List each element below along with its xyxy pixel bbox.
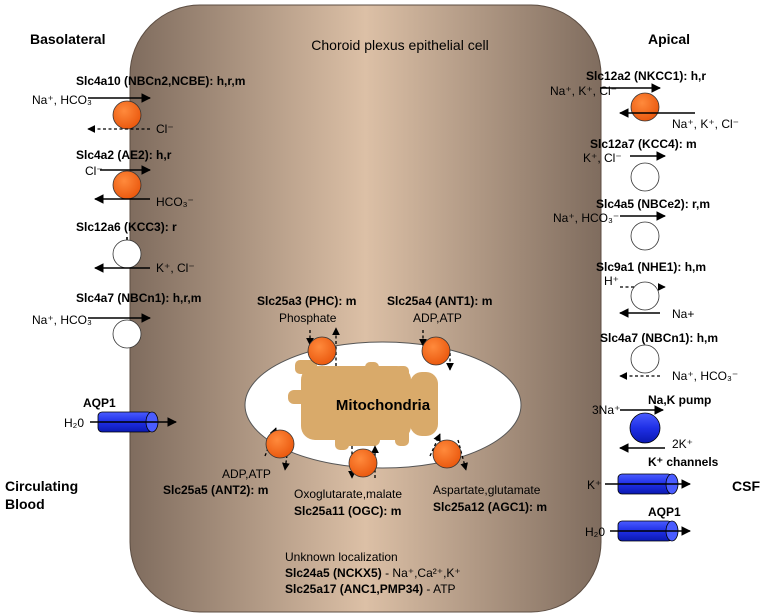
- svg-text:Slc24a5 (NCKX5) - Na⁺,Ca²⁺,K⁺: Slc24a5 (NCKX5) - Na⁺,Ca²⁺,K⁺: [285, 566, 461, 580]
- svg-text:Slc4a2 (AE2): h,r: Slc4a2 (AE2): h,r: [76, 148, 172, 162]
- svg-text:HCO₃⁻: HCO₃⁻: [156, 195, 194, 209]
- aqp1-apical: AQP1 H₂0: [585, 505, 691, 542]
- svg-text:Na⁺, HCO₃⁻: Na⁺, HCO₃⁻: [672, 369, 738, 383]
- svg-text:Slc25a3 (PHC): m: Slc25a3 (PHC): m: [257, 294, 356, 308]
- svg-text:Cl⁻: Cl⁻: [85, 164, 103, 178]
- svg-text:Slc12a7 (KCC4): m: Slc12a7 (KCC4): m: [590, 137, 697, 151]
- svg-text:Na+: Na+: [672, 307, 694, 321]
- transporter-slc4a10: Slc4a10 (NBCn2,NCBE): h,r,m Na⁺, HCO₃⁻ C…: [32, 74, 245, 136]
- csf-label: CSF: [732, 478, 760, 494]
- svg-text:Phosphate: Phosphate: [279, 311, 337, 325]
- svg-text:Slc12a2 (NKCC1): h,r: Slc12a2 (NKCC1): h,r: [586, 69, 706, 83]
- svg-text:Na,K pump: Na,K pump: [648, 393, 711, 407]
- circulating-label: Circulating: [5, 478, 78, 494]
- transporter-slc12a7: Slc12a7 (KCC4): m K⁺, Cl⁻: [583, 137, 697, 192]
- svg-text:K⁺, Cl⁻: K⁺, Cl⁻: [156, 261, 195, 275]
- cell-title: Choroid plexus epithelial cell: [311, 37, 488, 53]
- svg-text:Slc4a7 (NBCn1): h,m: Slc4a7 (NBCn1): h,m: [600, 331, 718, 345]
- svg-text:Slc4a10 (NBCn2,NCBE): h,r,m: Slc4a10 (NBCn2,NCBE): h,r,m: [76, 74, 245, 88]
- svg-text:Na⁺, HCO₃⁻: Na⁺, HCO₃⁻: [553, 211, 619, 225]
- aqp1-basolateral: AQP1 H₂0: [64, 396, 177, 433]
- carrier-slc25a5: ADP,ATP Slc25a5 (ANT2): m: [163, 427, 295, 497]
- blood-label: Blood: [5, 496, 45, 512]
- svg-text:Slc25a12 (AGC1): m: Slc25a12 (AGC1): m: [433, 500, 547, 514]
- svg-text:Aspartate,glutamate: Aspartate,glutamate: [433, 483, 541, 497]
- svg-text:Na⁺, HCO₃⁻: Na⁺, HCO₃⁻: [32, 93, 98, 107]
- svg-text:Na⁺, K⁺, Cl⁻: Na⁺, K⁺, Cl⁻: [672, 117, 739, 131]
- svg-text:AQP1: AQP1: [83, 396, 116, 410]
- mitochondrion: Mitochondria: [244, 341, 522, 469]
- svg-text:H₂0: H₂0: [585, 525, 605, 539]
- k-channels: K⁺ channels K⁺: [587, 455, 719, 495]
- svg-text:H₂0: H₂0: [64, 416, 84, 430]
- transporter-slc12a6: Slc12a6 (KCC3): r K⁺, Cl⁻: [76, 220, 195, 275]
- transporter-slc4a2: Slc4a2 (AE2): h,r Cl⁻ HCO₃⁻: [76, 148, 194, 209]
- svg-text:K⁺, Cl⁻: K⁺, Cl⁻: [583, 151, 622, 165]
- basolateral-label: Basolateral: [30, 31, 105, 47]
- transporter-slc9a1: Slc9a1 (NHE1): h,m H⁺ Na+: [596, 260, 706, 321]
- svg-text:Slc25a5 (ANT2): m: Slc25a5 (ANT2): m: [163, 483, 268, 497]
- svg-text:K⁺ channels: K⁺ channels: [648, 455, 719, 469]
- mitochondria-cristae: [288, 360, 438, 450]
- transporter-slc4a7-basolateral: Slc4a7 (NBCn1): h,r,m Na⁺, HCO₃⁻: [32, 291, 201, 349]
- apical-label: Apical: [648, 31, 690, 47]
- svg-text:2K⁺: 2K⁺: [672, 437, 693, 451]
- svg-text:Slc4a7 (NBCn1): h,r,m: Slc4a7 (NBCn1): h,r,m: [76, 291, 201, 305]
- svg-text:K⁺: K⁺: [587, 478, 601, 492]
- carrier-slc25a12: Aspartate,glutamate Slc25a12 (AGC1): m: [429, 433, 547, 514]
- mitochondria-label: Mitochondria: [336, 397, 431, 414]
- svg-text:Cl⁻: Cl⁻: [156, 122, 174, 136]
- svg-text:Slc12a6 (KCC3): r: Slc12a6 (KCC3): r: [76, 220, 177, 234]
- svg-text:Na⁺, K⁺, Cl⁻: Na⁺, K⁺, Cl⁻: [550, 84, 617, 98]
- svg-text:Slc4a5 (NBCe2): r,m: Slc4a5 (NBCe2): r,m: [596, 197, 710, 211]
- svg-text:Slc9a1 (NHE1): h,m: Slc9a1 (NHE1): h,m: [596, 260, 706, 274]
- svg-text:ADP,ATP: ADP,ATP: [413, 311, 462, 325]
- carrier-slc25a4: Slc25a4 (ANT1): m ADP,ATP: [387, 294, 492, 371]
- svg-text:ADP,ATP: ADP,ATP: [222, 467, 271, 481]
- na-k-pump: Na,K pump 3Na⁺ 2K⁺: [592, 393, 711, 453]
- epithelial-cell: [129, 4, 602, 613]
- transporter-slc4a7-apical: Slc4a7 (NBCn1): h,m Na⁺, HCO₃⁻: [600, 331, 738, 383]
- transporter-slc4a5: Slc4a5 (NBCe2): r,m Na⁺, HCO₃⁻: [553, 197, 710, 251]
- carrier-slc25a11: Oxoglutarate,malate Slc25a11 (OGC): m: [294, 445, 402, 518]
- carrier-slc25a3: Slc25a3 (PHC): m Phosphate: [257, 294, 356, 366]
- svg-text:Oxoglutarate,malate: Oxoglutarate,malate: [294, 487, 402, 501]
- svg-text:AQP1: AQP1: [648, 505, 681, 519]
- unknown-localization: Unknown localization Slc24a5 (NCKX5) - N…: [285, 550, 461, 596]
- svg-text:Slc25a17 (ANC1,PMP34) - ATP: Slc25a17 (ANC1,PMP34) - ATP: [285, 582, 456, 596]
- svg-text:H⁺: H⁺: [604, 274, 619, 288]
- svg-text:Na⁺, HCO₃⁻: Na⁺, HCO₃⁻: [32, 313, 98, 327]
- svg-text:Slc25a4 (ANT1): m: Slc25a4 (ANT1): m: [387, 294, 492, 308]
- svg-text:Unknown localization: Unknown localization: [285, 550, 398, 564]
- transporter-slc12a2: Slc12a2 (NKCC1): h,r Na⁺, K⁺, Cl⁻ Na⁺, K…: [550, 69, 739, 131]
- svg-text:3Na⁺: 3Na⁺: [592, 403, 620, 417]
- svg-text:Slc25a11 (OGC): m: Slc25a11 (OGC): m: [294, 504, 401, 518]
